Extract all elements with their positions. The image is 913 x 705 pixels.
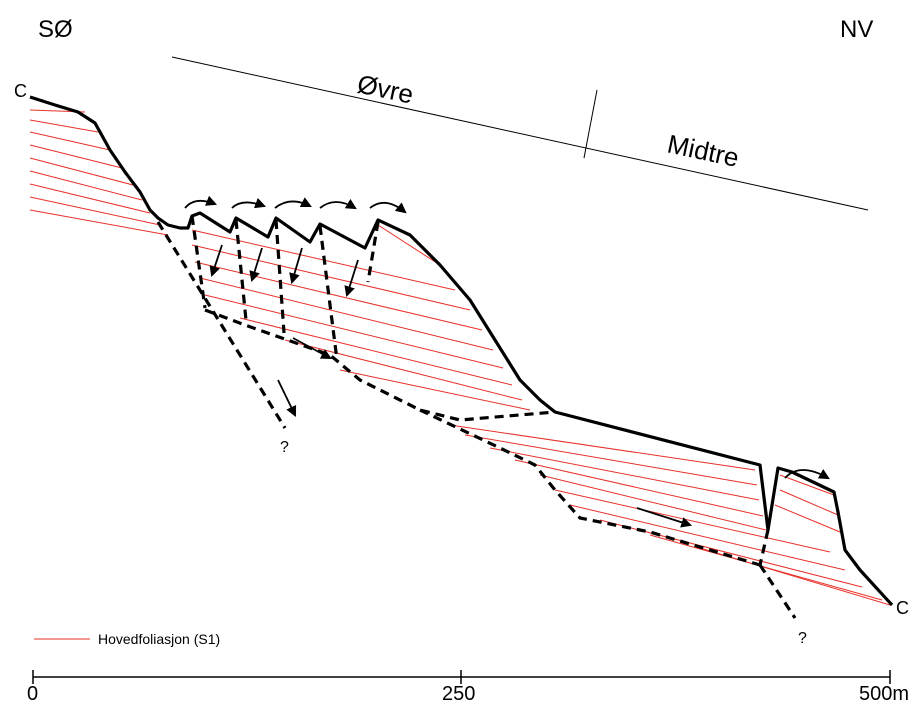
foliation-line (29, 183, 151, 214)
scale-tick-label: 500m (859, 683, 909, 705)
detachment-dashed (204, 308, 556, 422)
corner-label-left: SØ (38, 16, 73, 43)
slip-arrow (344, 259, 359, 298)
foliation-line (449, 424, 756, 471)
topographic-profile (29, 95, 894, 607)
foliation-line (29, 144, 123, 169)
legend-label: Hovedfoliasjon (S1) (98, 631, 220, 647)
block-fault-dashed (234, 219, 248, 321)
block-fault-dashed (318, 225, 339, 361)
section-start-label: C (14, 81, 27, 101)
corner-label-right: NV (840, 16, 873, 43)
fault-lines (156, 215, 797, 619)
foliation-lines (29, 109, 891, 606)
foliation-line (514, 459, 764, 517)
foliation-line (29, 119, 99, 133)
rotation-arrow (369, 202, 407, 214)
unknown-marker: ? (798, 630, 807, 647)
block-fault-dashed (274, 219, 286, 334)
movement-arrows (184, 195, 830, 528)
block-fault-dashed (366, 221, 380, 283)
right-fault-extension-dashed (758, 564, 797, 619)
scale-tick-label: 250 (442, 683, 475, 705)
foliation-line (29, 209, 169, 236)
slip-arrow (636, 507, 693, 528)
foliation-line (204, 294, 504, 369)
foliation-line (29, 170, 143, 201)
slip-arrow (209, 244, 223, 278)
foliation-line (284, 339, 523, 401)
foliation-line (199, 277, 494, 351)
rotation-arrow (184, 195, 218, 209)
slip-arrow (277, 379, 297, 417)
rotation-arrow (784, 469, 830, 480)
legend: Hovedfoliasjon (S1) (34, 631, 220, 647)
zone-boundary-line (171, 56, 869, 211)
right-fault-dashed (758, 529, 770, 566)
foliation-line (377, 224, 441, 266)
zone-label-middle: Midtre (665, 129, 742, 173)
foliation-line (569, 504, 846, 571)
scale-tick-label: 0 (27, 683, 38, 705)
section-end-label: C (896, 598, 909, 618)
rotation-arrow (231, 197, 267, 209)
foliation-line (779, 489, 839, 516)
foliation-line (239, 317, 513, 386)
slip-arrow (249, 247, 263, 283)
foliation-line (539, 474, 767, 531)
foliation-line (779, 474, 835, 496)
zone-boundaries (171, 56, 869, 211)
slip-arrow (289, 247, 303, 285)
main-fault-dashed (156, 221, 287, 429)
unknown-marker: ? (280, 439, 289, 456)
zone-label-upper: Øvre (355, 69, 416, 110)
slip-arrow (292, 337, 332, 360)
rotation-arrow (319, 198, 357, 210)
foliation-line (464, 434, 758, 486)
foliation-line (29, 131, 111, 151)
foliation-line (339, 369, 531, 411)
scale-bar (32, 670, 891, 684)
foliation-line (194, 261, 483, 331)
foliation-line (774, 504, 841, 533)
foliation-line (29, 196, 161, 226)
foliation-line (554, 489, 831, 553)
rotation-arrow (274, 197, 312, 209)
zone-divider-tick (583, 89, 598, 159)
foliation-line (489, 447, 760, 501)
block-fault-dashed (190, 215, 207, 309)
foliation-line (29, 157, 134, 186)
